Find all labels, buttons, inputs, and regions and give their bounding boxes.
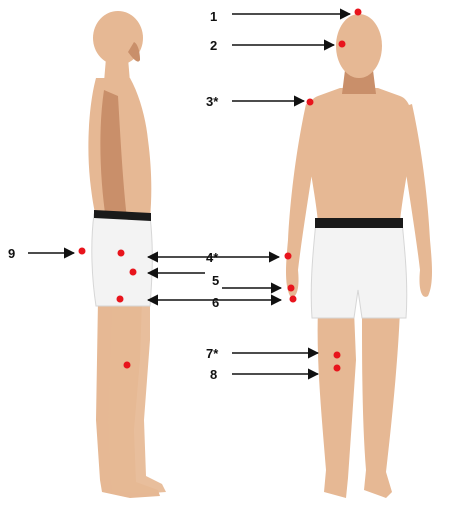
landmark-marker-9 [79,248,86,255]
landmark-marker-8 [334,365,341,372]
landmark-marker-2 [339,41,346,48]
label-9: 9 [8,246,15,261]
label-8: 8 [210,367,217,382]
landmark-marker-5-side [130,269,137,276]
label-3: 3* [206,94,219,109]
landmark-marker-6-front [290,296,297,303]
landmark-marker-4-side [118,250,125,257]
landmark-marker-1 [355,9,362,16]
landmark-marker-knee-side [124,362,131,369]
label-7: 7* [206,346,219,361]
landmark-marker-3 [307,99,314,106]
label-6: 6 [212,295,219,310]
landmark-marker-4-front [285,253,292,260]
label-2: 2 [210,38,217,53]
landmark-marker-7 [334,352,341,359]
landmark-marker-5-front [288,285,295,292]
label-5: 5 [212,273,219,288]
landmark-marker-6-side [117,296,124,303]
label-1: 1 [210,9,217,24]
side-view-figure [88,11,166,498]
front-view-figure [286,14,432,498]
